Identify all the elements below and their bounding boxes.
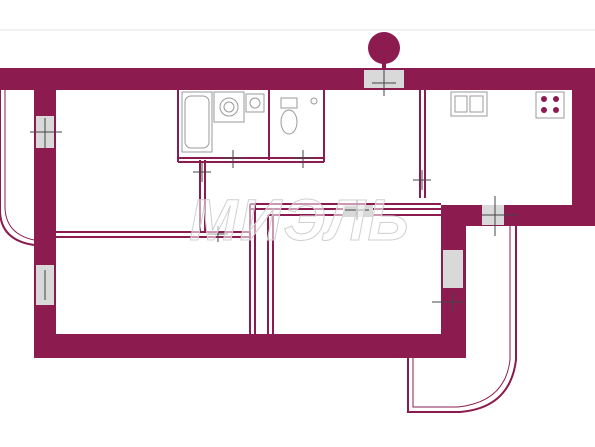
interior-walls	[56, 90, 441, 334]
washing-machine-icon	[213, 91, 245, 123]
toilet-icon	[280, 97, 318, 135]
bathtub-icon	[181, 91, 213, 153]
right-balcony	[407, 226, 517, 413]
top-margin	[0, 0, 595, 30]
stove-icon	[535, 91, 565, 119]
kitchen-sink-icon	[450, 91, 488, 117]
door-icon	[30, 70, 518, 312]
sink-icon	[245, 93, 265, 113]
compass-icon	[368, 32, 400, 72]
watermark: МИЭЛЬ	[189, 188, 410, 253]
left-balcony	[0, 90, 35, 246]
